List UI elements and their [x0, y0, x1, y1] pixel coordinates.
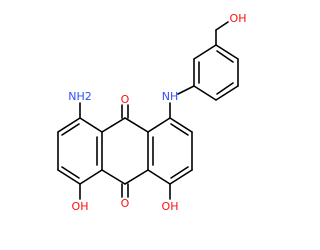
left-ring: [57, 117, 103, 185]
nh-label: NH: [162, 90, 179, 103]
hydroxyethyl-chain: [215, 21, 229, 46]
central-ring: [101, 117, 149, 185]
carbonyl-oxygen-top: O: [121, 93, 130, 106]
right-ring: [147, 117, 193, 185]
carbonyl-oxygen-bottom: O: [121, 197, 130, 210]
phenyl-ring: [193, 44, 239, 101]
hydroxyl-top-label: OH: [230, 12, 247, 25]
hydroxyl-right-label: OH: [162, 200, 179, 213]
structure-diagram: O O NH2 NH OH OH OH: [57, 12, 247, 213]
carbonyl-bottom: [121, 183, 129, 198]
carbonyl-top: [121, 104, 129, 119]
amino-label: NH2: [68, 90, 92, 103]
nh-bond: [169, 85, 195, 119]
hydroxyl-left-label: OH: [72, 200, 89, 213]
